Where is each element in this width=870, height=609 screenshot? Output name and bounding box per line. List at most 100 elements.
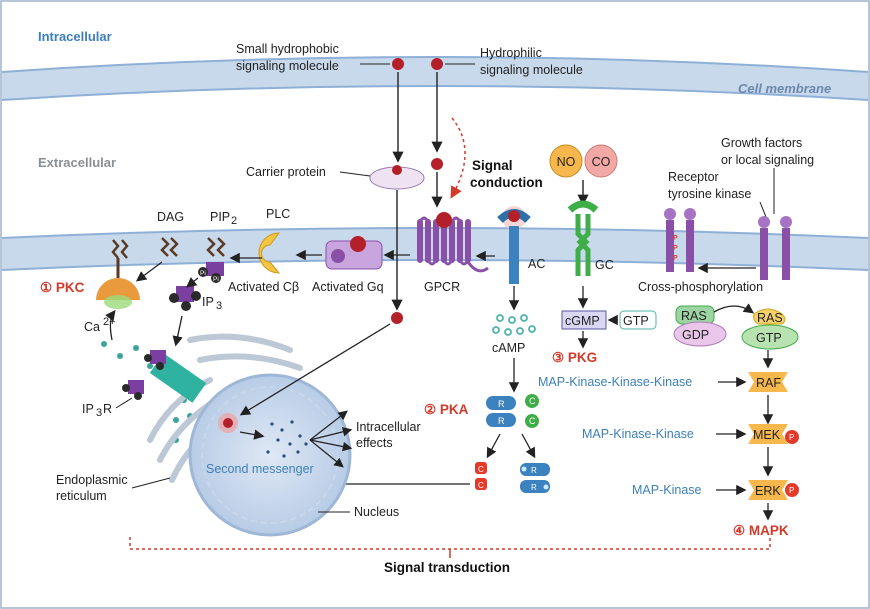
cgmp-label: cGMP	[565, 314, 600, 328]
rtk-label-1: Receptor	[668, 170, 719, 184]
hydrophilic-label-1: Hydrophilic	[480, 46, 542, 60]
raf-shape	[748, 372, 788, 392]
ip3r-label: IP	[82, 402, 94, 416]
gtp2-label: GTP	[756, 331, 782, 345]
signal-conduction-1: Signal	[472, 158, 513, 173]
signal-conduction-2: conduction	[470, 175, 543, 190]
pkc-active-glow	[104, 295, 132, 309]
p-site: P	[673, 245, 678, 252]
r-free: R	[531, 466, 537, 475]
c-subunit: C	[529, 396, 536, 406]
gpcr-receptor	[417, 216, 489, 273]
dag-in-membrane	[120, 239, 129, 259]
rtk-inactive	[664, 208, 696, 272]
gtp-box	[619, 310, 657, 330]
plc-enzyme	[258, 232, 281, 274]
erk-p: P	[789, 486, 794, 495]
phosphate	[169, 293, 179, 303]
no-molecule	[549, 144, 583, 178]
outer-membrane-top	[1, 56, 869, 73]
region-intracellular: Intracellular	[38, 29, 112, 44]
hydrophilic-label-2: signaling molecule	[480, 63, 583, 77]
small-hydrophobic-label-1: Small hydrophobic	[236, 42, 339, 56]
phosphate	[191, 291, 201, 301]
r-free: R	[531, 483, 537, 492]
bound-molecule	[392, 165, 402, 175]
pip2-label: PIP	[210, 210, 230, 224]
c-free: C	[478, 481, 484, 490]
pkc-enzyme	[96, 278, 140, 300]
mapk-kinase-label: MAP-Kinase	[632, 483, 702, 497]
mek-label: MEK	[753, 428, 781, 442]
no-label: NO	[557, 155, 576, 169]
signal-transduction-label: Signal transduction	[384, 560, 510, 575]
arrow-ras-activate	[713, 303, 755, 314]
rtk-active	[758, 216, 792, 280]
p-site: P	[673, 255, 678, 262]
activated-cb-label: Activated Cβ	[228, 280, 299, 294]
camp-label: cAMP	[492, 341, 525, 355]
nucleus-inner	[201, 386, 339, 524]
free-r-subunits	[520, 463, 550, 493]
gdp-label: GDP	[682, 328, 709, 342]
ip3-label: IP	[202, 295, 214, 309]
leader-line	[115, 397, 133, 409]
mek-shape	[748, 424, 788, 444]
carrier-protein-label: Carrier protein	[246, 165, 326, 179]
c-free: C	[478, 465, 484, 474]
hydrophobic-molecule	[392, 58, 404, 70]
r-subunit: R	[498, 399, 505, 409]
nuclear-ligand	[223, 418, 233, 428]
conduction-dashed-arrow	[450, 117, 466, 199]
gc-receptor	[575, 214, 591, 276]
mapkkk-label: MAP-Kinase-Kinase-Kinase	[538, 375, 692, 389]
gtp-shape	[741, 324, 799, 350]
intracellular-effects-1: Intracellular	[356, 420, 421, 434]
c-subunit: C	[529, 416, 536, 426]
released-molecule	[391, 312, 403, 324]
ras-label: RAS	[681, 309, 707, 323]
second-messenger-label: Second messenger	[206, 462, 314, 476]
outer-membrane-bottom	[1, 85, 869, 101]
arrow-ca-to-pkc	[105, 309, 116, 341]
ca-superscript: 2+	[103, 316, 116, 328]
gdp-shape	[673, 321, 727, 347]
cross-phos-label: Cross-phosphorylation	[638, 280, 763, 294]
arrow-pka-c	[486, 433, 501, 459]
arrow-to-nucleus	[239, 323, 391, 416]
arrow-to-messenger	[239, 429, 265, 440]
intracellular-effects-2: effects	[356, 436, 393, 450]
pi-label: Pi	[213, 276, 219, 283]
pip2-chain	[206, 237, 216, 257]
pka-complex	[486, 394, 539, 428]
small-hydrophobic-label-2: signaling molecule	[236, 59, 339, 73]
erk-label: ERK	[755, 484, 781, 498]
membrane-label: Cell membrane	[738, 81, 831, 96]
growth-factors-1: Growth factors	[721, 136, 802, 150]
activated-gq-label: Activated Gq	[312, 280, 384, 294]
ca-label: Ca	[84, 320, 100, 334]
erk-shape	[748, 480, 788, 500]
mek-phospho	[785, 430, 799, 444]
phosphate	[181, 301, 191, 311]
ip3-subscript: 3	[216, 300, 222, 312]
ras-active-shape	[753, 308, 786, 325]
co-molecule	[584, 144, 618, 178]
ip3-molecule	[176, 286, 194, 302]
hydrophilic-molecule	[431, 58, 443, 70]
raf-label: RAF	[756, 376, 781, 390]
gq-bound-molecule	[350, 236, 366, 252]
ip3r-subscript: 3	[96, 407, 102, 419]
gc-receptor-head	[567, 200, 599, 213]
ac-label: AC	[528, 257, 545, 271]
mapkk-label: MAP-Kinase-Kinase	[582, 427, 694, 441]
hydrophilic-molecule-2	[431, 158, 443, 170]
effect-arrows	[309, 410, 353, 468]
gpcr-ligand	[436, 212, 452, 228]
dag-chain	[160, 237, 170, 257]
ip3r-tail: R	[103, 402, 112, 416]
er-label-2: reticulum	[56, 489, 107, 503]
cgmp-box	[561, 310, 607, 330]
dag-label: DAG	[157, 210, 184, 224]
